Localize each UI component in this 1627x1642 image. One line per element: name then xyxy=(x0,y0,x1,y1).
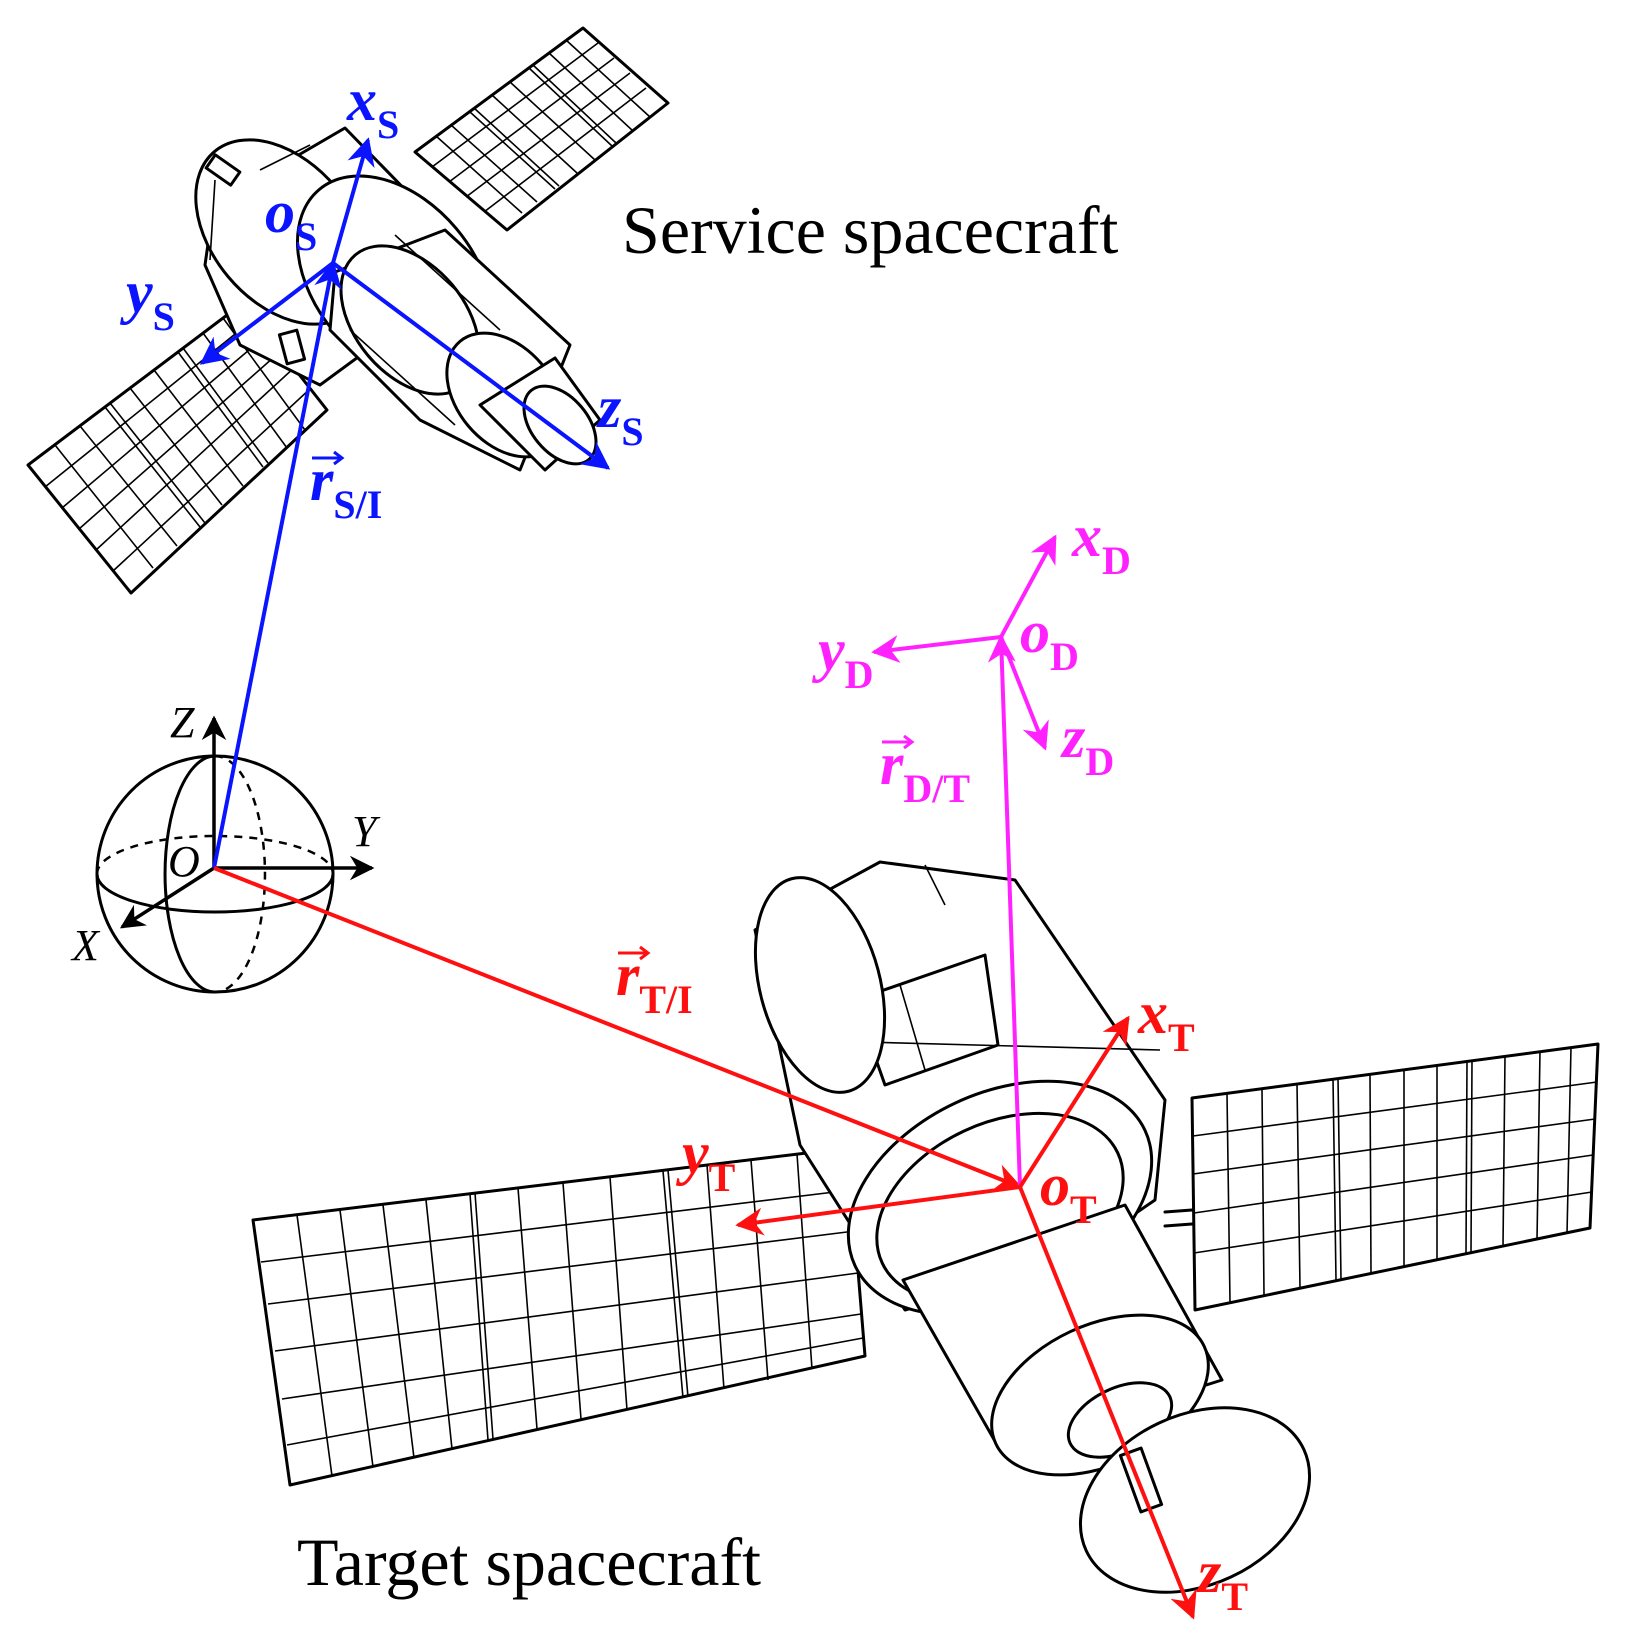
docking-x-axis xyxy=(999,534,1057,638)
service-origin-label: oS xyxy=(265,179,317,259)
target-x-axis xyxy=(1018,1015,1130,1189)
target-spacecraft-caption: Target spacecraft xyxy=(297,1524,761,1600)
inertial-origin-label: O xyxy=(168,837,200,886)
service-x-label: xS xyxy=(346,67,399,147)
target-z-label: zT xyxy=(1196,1539,1248,1619)
service-y-label: yS xyxy=(120,259,175,339)
target-spacecraft-drawing xyxy=(251,860,1600,1594)
inertial-frame: Z Y X O xyxy=(70,698,381,994)
target-y-label: yT xyxy=(676,1120,736,1200)
inertial-x-axis xyxy=(119,866,215,929)
target-left-solar-panel xyxy=(251,1146,867,1487)
inertial-x-label: X xyxy=(70,921,101,970)
docking-vector-arrow-icon xyxy=(882,734,915,750)
target-body xyxy=(753,860,1312,1594)
target-vector-arrow-icon xyxy=(618,945,651,961)
service-upper-solar-panel xyxy=(413,26,670,232)
target-y-axis xyxy=(735,1185,1021,1236)
service-position-vector xyxy=(212,260,342,869)
inertial-z-label: Z xyxy=(170,698,195,747)
target-frame-axes xyxy=(735,1015,1197,1620)
service-z-axis xyxy=(331,261,611,470)
docking-z-axis xyxy=(999,636,1049,751)
service-z-label: zS xyxy=(596,374,644,454)
service-body xyxy=(194,126,602,472)
docking-x-label: xD xyxy=(1071,503,1131,583)
target-right-solar-panel xyxy=(1190,1042,1600,1312)
docking-y-axis xyxy=(871,635,1002,663)
service-labels: xS oS yS zS rS/I xyxy=(120,67,644,527)
service-frame-axes xyxy=(199,137,611,470)
docking-frame-axes xyxy=(871,534,1057,751)
docking-z-label: zD xyxy=(1060,704,1114,784)
docking-position-vector xyxy=(987,634,1022,1188)
docking-origin-label: oD xyxy=(1020,599,1079,679)
service-spacecraft-caption: Service spacecraft xyxy=(622,192,1119,268)
target-x-label: xT xyxy=(1137,980,1195,1060)
docking-labels: xD oD yD zD rD/T xyxy=(812,503,1131,811)
target-z-axis xyxy=(1018,1186,1197,1620)
inertial-y-label: Y xyxy=(352,807,381,856)
service-vector-arrow-icon xyxy=(312,450,345,466)
service-y-axis xyxy=(199,261,335,365)
target-position-vector xyxy=(213,866,1023,1191)
target-labels: rT/I xT yT oT zT xyxy=(616,942,1248,1619)
service-x-axis xyxy=(331,137,375,264)
docking-y-label: yD xyxy=(812,617,874,697)
target-origin-label: oT xyxy=(1040,1152,1097,1232)
